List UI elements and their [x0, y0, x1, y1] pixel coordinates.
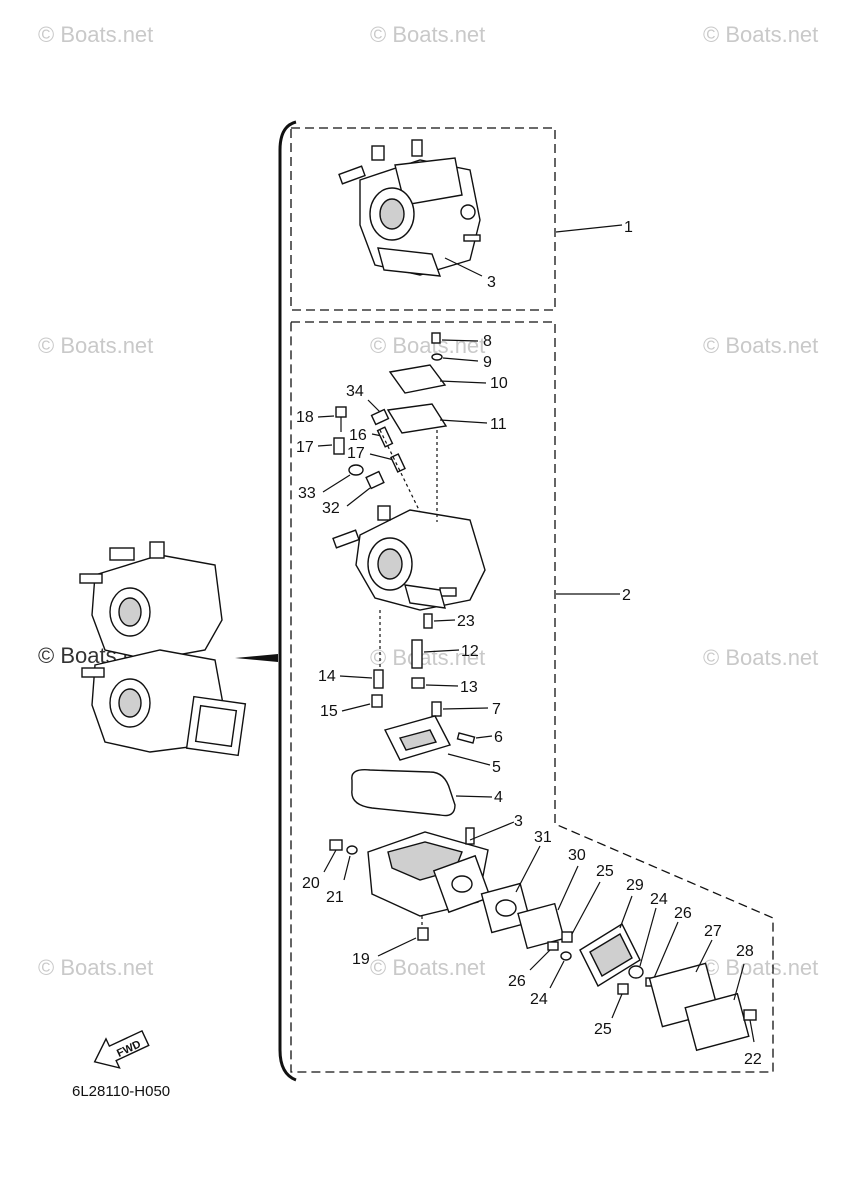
callout-5: 5 — [492, 759, 501, 776]
watermark: © Boats.net — [38, 22, 154, 47]
callout-20: 20 — [302, 875, 320, 892]
watermark: © Boats.net — [703, 955, 819, 980]
watermark: © Boats.net — [38, 955, 154, 980]
callout-7: 7 — [492, 701, 501, 718]
callout-16: 16 — [349, 427, 367, 444]
callout-26: 26 — [674, 905, 692, 922]
callout-30: 30 — [568, 847, 586, 864]
callout-17: 17 — [296, 439, 314, 456]
watermark: © Boats.net — [703, 333, 819, 358]
twin-carburetor-overview-icon — [79, 541, 247, 757]
callout-31: 31 — [534, 829, 552, 846]
callout-24: 24 — [650, 891, 668, 908]
watermark: © Boats.net — [370, 955, 486, 980]
assembly-box-1 — [290, 127, 556, 311]
callout-25: 25 — [596, 863, 614, 880]
callout-9: 9 — [483, 354, 492, 371]
callout-6: 6 — [494, 729, 503, 746]
callout-13: 13 — [460, 679, 478, 696]
callout-21: 21 — [326, 889, 344, 906]
callout-26: 26 — [508, 973, 526, 990]
callout-19: 19 — [352, 951, 370, 968]
callout-29: 29 — [626, 877, 644, 894]
watermark: © Boats.net — [370, 333, 486, 358]
watermark: © Boats.net — [703, 645, 819, 670]
callout-25: 25 — [594, 1021, 612, 1038]
callout-24: 24 — [530, 991, 548, 1008]
carburetor-assembly-icon — [338, 139, 481, 277]
callout-4: 4 — [494, 789, 503, 806]
callout-28: 28 — [736, 943, 754, 960]
diagram-reference-code: 6L28110-H050 — [72, 1083, 171, 1100]
forward-direction-icon: FWD — [93, 1029, 150, 1069]
pointer-arrow — [235, 654, 278, 662]
assembly-bracket — [278, 120, 297, 1082]
watermark: © Boats.net — [370, 22, 486, 47]
watermark: © Boats.net — [38, 333, 154, 358]
callout-18: 18 — [296, 409, 314, 426]
leader-line — [555, 224, 623, 233]
callout-15: 15 — [320, 703, 338, 720]
callout-10: 10 — [490, 375, 508, 392]
leader-line — [444, 257, 483, 277]
callout-1: 1 — [624, 219, 633, 236]
callout-2: 2 — [622, 587, 631, 604]
float-bowl-icon — [367, 827, 492, 917]
carburetor-body-icon — [332, 505, 486, 611]
callout-22: 22 — [744, 1051, 762, 1068]
callout-34: 34 — [346, 383, 364, 400]
watermark: © Boats.net — [703, 22, 819, 47]
callout-32: 32 — [322, 500, 340, 517]
callout-27: 27 — [704, 923, 722, 940]
callout-3: 3 — [514, 813, 523, 830]
callout-12: 12 — [461, 643, 479, 660]
callout-23: 23 — [457, 613, 475, 630]
fuel-pump-icon — [579, 923, 641, 987]
callout-33: 33 — [298, 485, 316, 502]
watermark: © Boats.net — [370, 645, 486, 670]
callout-17: 17 — [347, 445, 365, 462]
callout-14: 14 — [318, 668, 336, 685]
callout-3: 3 — [487, 274, 496, 291]
assembly-box-2 — [290, 321, 774, 1073]
callout-11: 11 — [490, 416, 507, 433]
callout-8: 8 — [483, 333, 492, 350]
